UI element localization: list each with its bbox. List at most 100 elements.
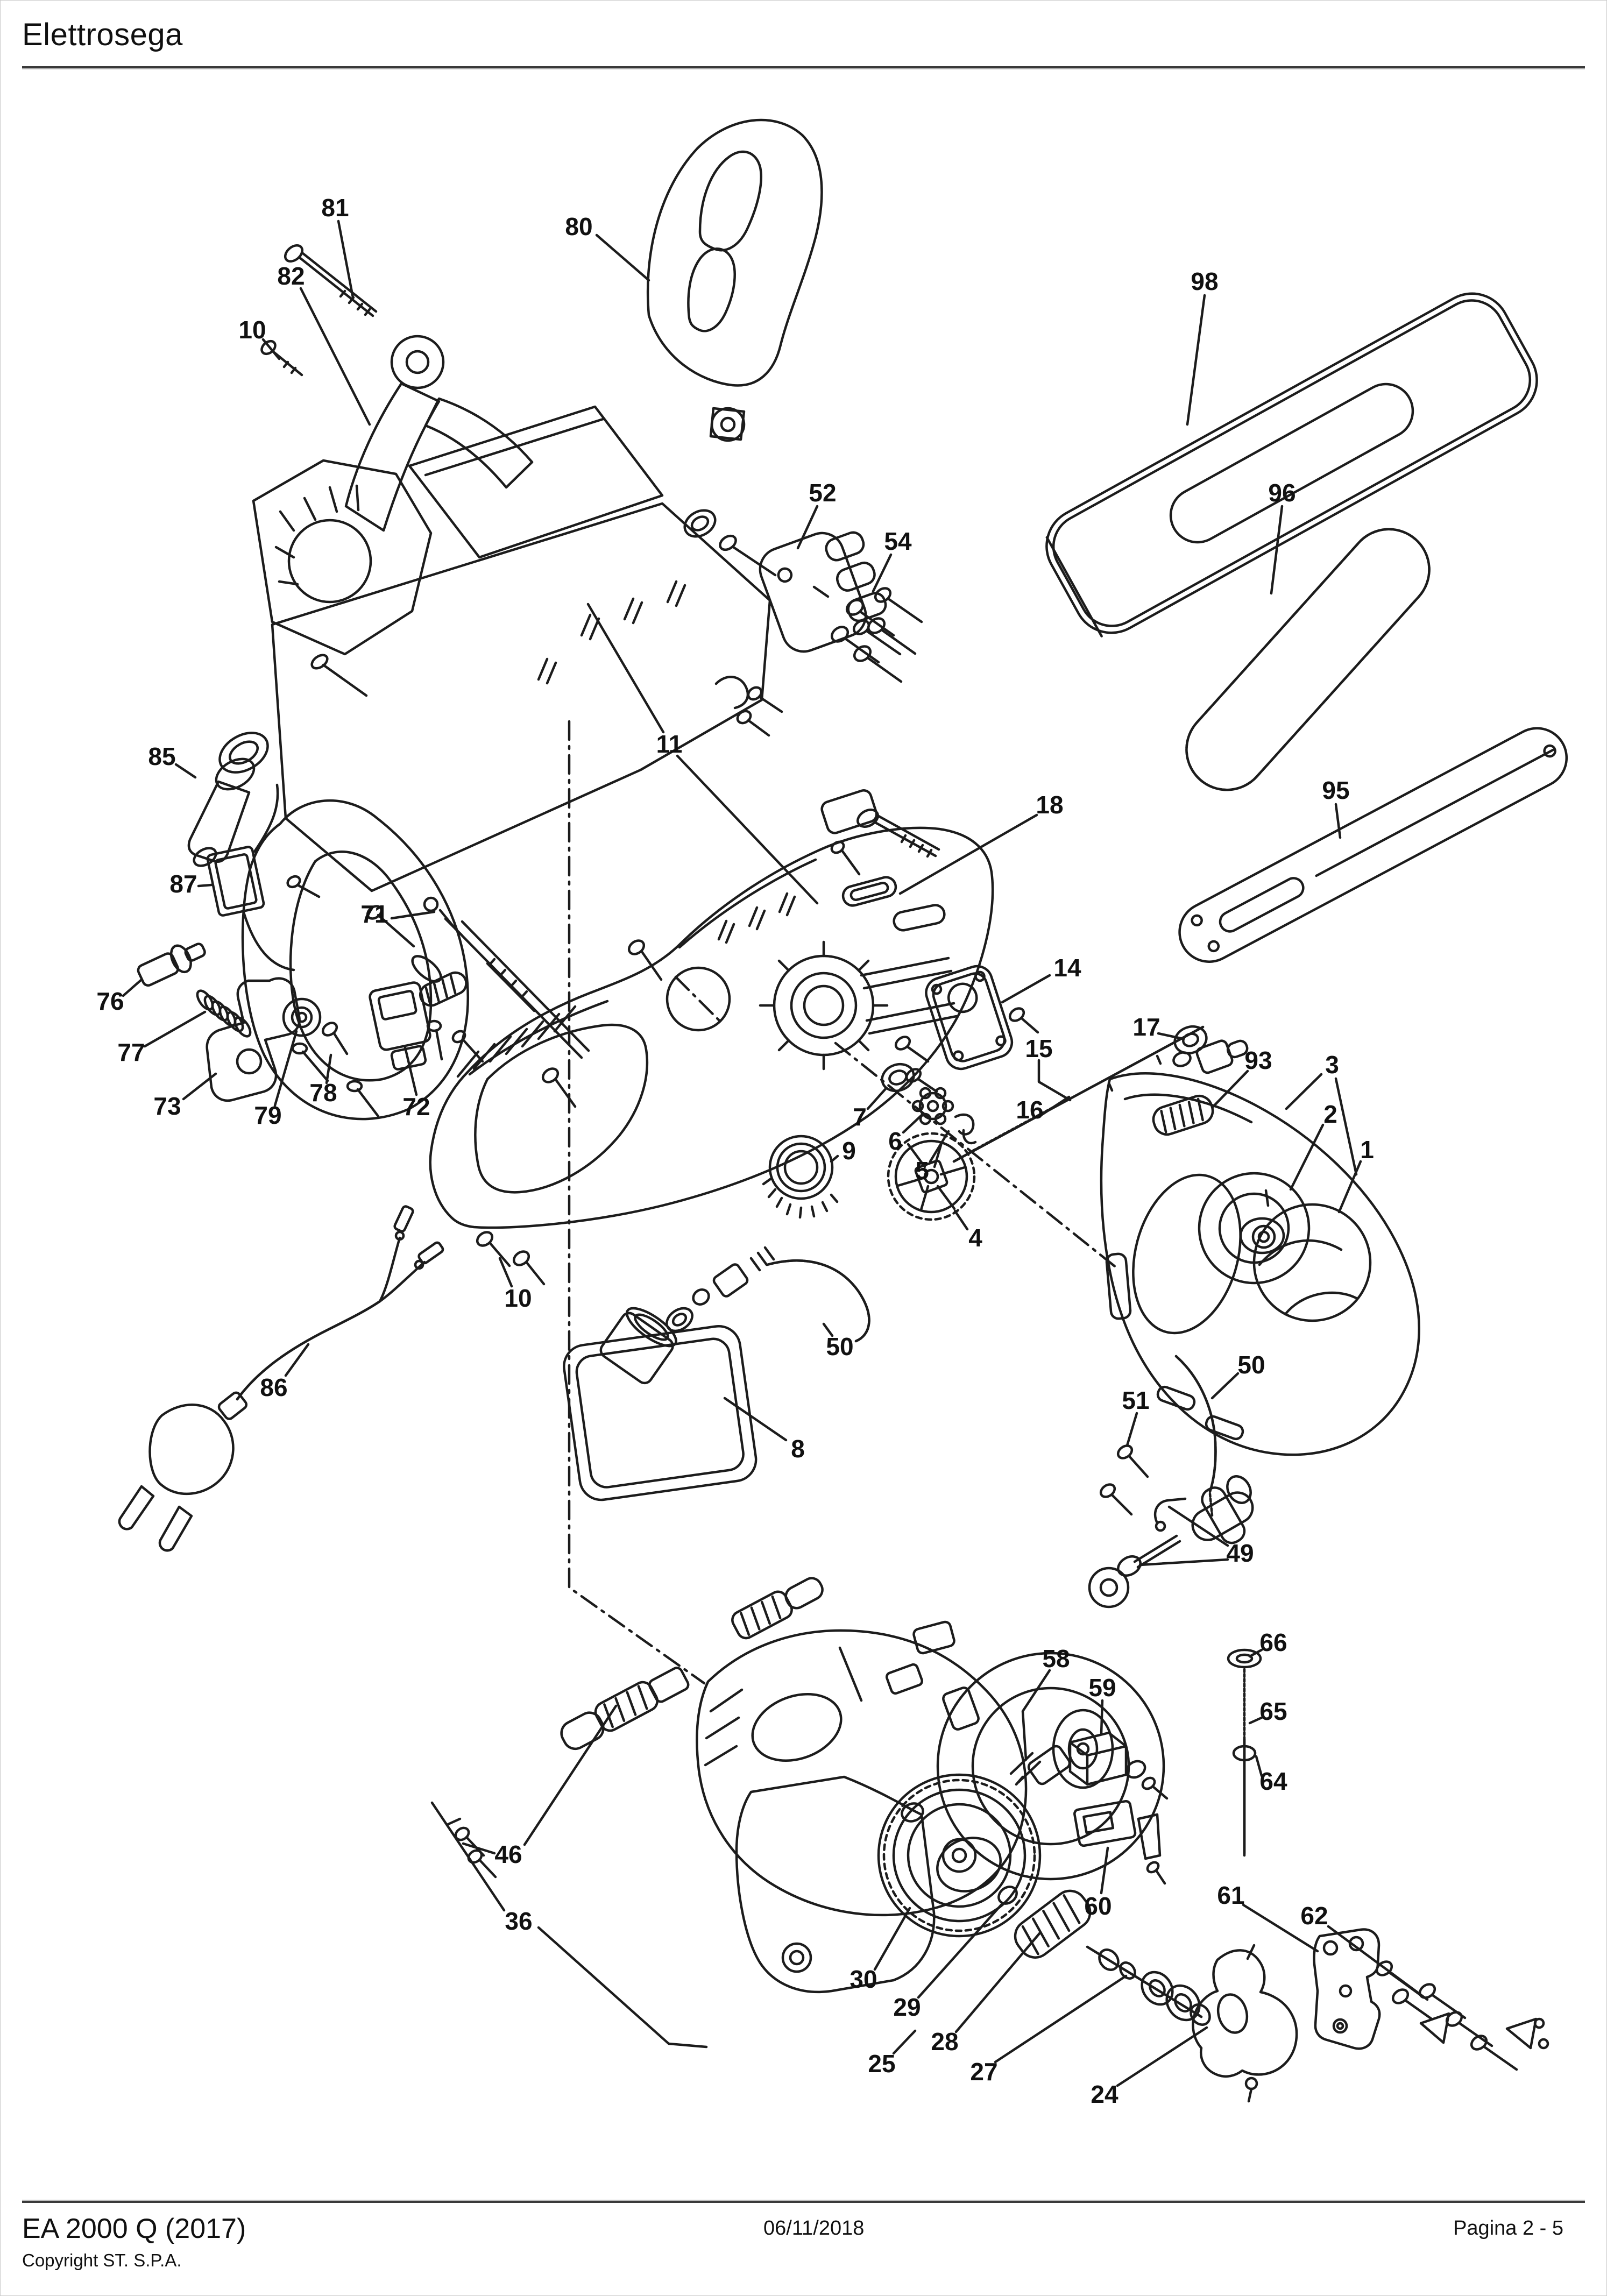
part-label-10: 10: [504, 1284, 532, 1312]
part-label-50: 50: [1237, 1351, 1265, 1379]
leader-line-62: [1327, 1925, 1429, 2001]
leader-line-61: [1242, 1903, 1319, 1953]
part-label-46: 46: [494, 1840, 522, 1868]
part-label-6: 6: [888, 1127, 902, 1155]
part-label-18: 18: [1036, 791, 1063, 819]
adjuster-64-65-66: [1227, 1648, 1262, 1857]
leader-line-79: [273, 1030, 298, 1107]
leader-line-29: [917, 1903, 1003, 1999]
leader-line-80: [595, 233, 650, 282]
leader-line-3: [1285, 1073, 1323, 1110]
leader-line-3: [1334, 1077, 1358, 1176]
pin-78: [321, 1022, 349, 1055]
grommet-93: [1152, 1094, 1214, 1136]
page-title: Elettrosega: [22, 17, 183, 52]
oil-hose-50-right: [1174, 1355, 1217, 1517]
leader-line-82: [299, 287, 371, 426]
construction-lines: [568, 720, 1121, 1685]
side-plate-14: [894, 965, 1039, 1093]
block-59: [1068, 1731, 1169, 1800]
part-label-60: 60: [1084, 1892, 1112, 1920]
rear-housing-assembly: [241, 405, 771, 1121]
part-label-28: 28: [931, 2028, 958, 2056]
leader-line-17: [1157, 1032, 1185, 1040]
leader-line-51: [1125, 1412, 1138, 1447]
locking-knob-1: [1252, 1203, 1372, 1322]
leader-line-50: [822, 1322, 834, 1337]
part-label-98: 98: [1191, 267, 1218, 295]
leader-line-25: [892, 2029, 917, 2055]
leader-line-28: [954, 1931, 1042, 2033]
part-label-14: 14: [1053, 954, 1081, 982]
guide-bar: [1178, 727, 1568, 963]
part-label-87: 87: [169, 870, 197, 898]
leader-line-59: [1100, 1699, 1104, 1735]
leader-line-15: [1037, 1059, 1072, 1102]
leader-line-16: [1036, 1095, 1071, 1119]
part-label-50: 50: [826, 1333, 853, 1360]
oil-pump-49: [1088, 1475, 1254, 1608]
leader-line-72: [403, 1046, 418, 1096]
part-label-93: 93: [1244, 1046, 1272, 1074]
leader-line-46: [462, 1842, 496, 1855]
leader-line-4: [953, 1209, 969, 1231]
leader-line-65: [1248, 1716, 1263, 1725]
part-label-65: 65: [1259, 1697, 1287, 1725]
part-label-5: 5: [915, 1157, 929, 1185]
leader-line-36: [430, 1801, 506, 1912]
rubber-damper-85: [187, 732, 269, 867]
part-label-64: 64: [1259, 1767, 1287, 1795]
leader-line-78: [325, 1053, 332, 1085]
part-label-61: 61: [1217, 1881, 1244, 1909]
leader-line-58: [1021, 1669, 1051, 1761]
brake-lever-73: [206, 977, 301, 1102]
part-label-58: 58: [1042, 1645, 1070, 1673]
part-label-27: 27: [970, 2058, 997, 2086]
header-rule: [22, 66, 1585, 69]
part-label-85: 85: [148, 742, 175, 770]
part-label-51: 51: [1122, 1386, 1149, 1414]
leader-line-50: [1210, 1372, 1240, 1400]
worm-shaft-28-27: [1014, 1889, 1211, 2026]
part-label-86: 86: [260, 1373, 287, 1401]
leader-line-64: [1255, 1755, 1263, 1777]
leader-line-49: [1167, 1505, 1229, 1547]
leader-line-6: [902, 1114, 923, 1134]
tension-dial-2: [1198, 1172, 1311, 1285]
part-label-82: 82: [277, 262, 305, 290]
part-label-36: 36: [505, 1907, 532, 1935]
part-label-4: 4: [968, 1224, 982, 1252]
part-label-71: 71: [360, 900, 388, 928]
part-label-8: 8: [791, 1435, 805, 1463]
lever-58: [1009, 1745, 1071, 1786]
star-knob-6: [911, 1087, 954, 1125]
part-label-2: 2: [1323, 1100, 1337, 1128]
leader-line-10: [498, 1257, 513, 1288]
leader-line-5: [929, 1130, 950, 1163]
leader-line-1: [1337, 1160, 1362, 1214]
part-label-62: 62: [1300, 1902, 1328, 1930]
leader-line-7: [866, 1087, 888, 1110]
part-label-80: 80: [565, 212, 592, 240]
leader-line-8: [723, 1397, 788, 1442]
switch-block-72: [369, 971, 484, 1071]
oil-tank-8: [563, 1246, 775, 1501]
part-label-30: 30: [849, 1965, 877, 1993]
leader-line-11: [586, 603, 665, 734]
part-label-17: 17: [1132, 1013, 1160, 1041]
revision-date: 06/11/2018: [763, 2217, 865, 2240]
leader-line-18: [898, 813, 1038, 895]
oil-hose-50-left: [766, 1259, 870, 1343]
part-label-15: 15: [1025, 1034, 1052, 1062]
tensioner-76-77: [137, 943, 252, 1038]
main-chassis-11: [429, 789, 994, 1286]
leader-line-46: [523, 1704, 618, 1846]
bar-cover: [1045, 292, 1538, 637]
part-label-10: 10: [238, 316, 266, 344]
screw-81: [284, 244, 378, 317]
leader-line-14: [1001, 974, 1051, 1004]
part-label-11: 11: [656, 730, 683, 758]
brush-holder-87: [206, 783, 321, 972]
part-label-25: 25: [868, 2050, 895, 2078]
